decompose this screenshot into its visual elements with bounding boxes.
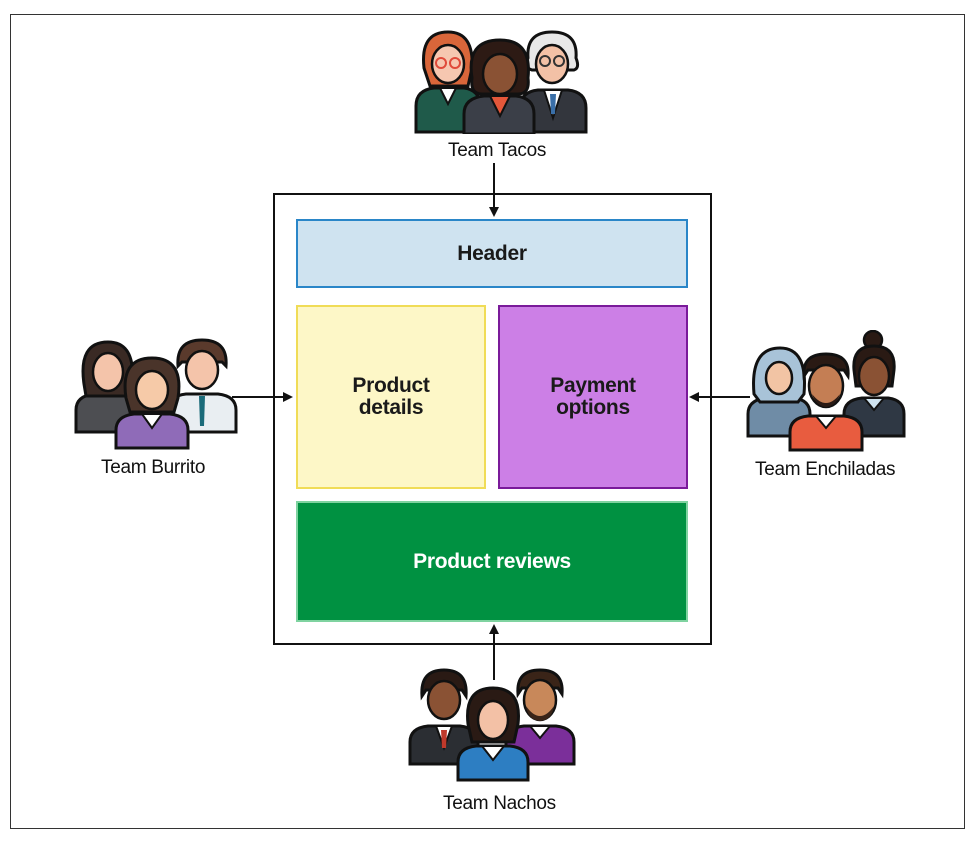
header-label: Header	[457, 241, 527, 265]
team-enchiladas-people-icon	[746, 330, 906, 452]
product-details-box: Product details	[296, 305, 486, 489]
product-details-label-line1: Product	[352, 374, 430, 397]
payment-options-label-line2: options	[556, 396, 630, 419]
header-box: Header	[296, 219, 688, 288]
team-burrito-label: Team Burrito	[101, 457, 206, 478]
team-nachos-people-icon	[408, 668, 576, 782]
team-tacos-people-icon	[414, 30, 588, 134]
payment-options-box: Payment options	[498, 305, 688, 489]
team-tacos-label: Team Tacos	[448, 140, 547, 161]
team-nachos-label: Team Nachos	[443, 793, 556, 814]
team-enchiladas-label: Team Enchiladas	[755, 459, 896, 480]
payment-options-label-line1: Payment	[550, 374, 636, 397]
product-reviews-box: Product reviews	[296, 501, 688, 622]
product-details-label-line2: details	[358, 396, 424, 419]
team-burrito-people-icon	[74, 338, 238, 450]
product-reviews-label: Product reviews	[413, 549, 571, 573]
